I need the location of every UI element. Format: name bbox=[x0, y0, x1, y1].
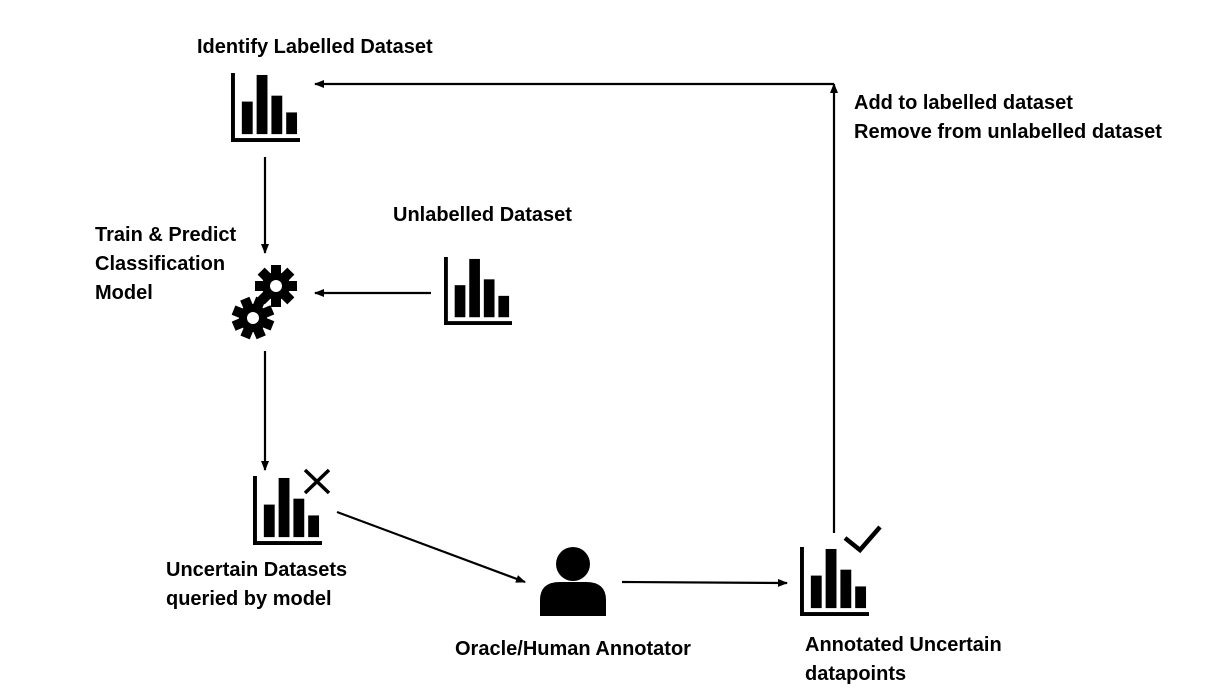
feedback-label-line2: Remove from unlabelled dataset bbox=[854, 121, 1162, 143]
person-icon bbox=[540, 547, 606, 616]
bar-chart-x-icon bbox=[253, 468, 331, 545]
uncertain-label-line1: Uncertain Datasets bbox=[166, 559, 348, 581]
train-label-line3: Model bbox=[95, 282, 153, 304]
train-label-line2: Classification bbox=[95, 253, 226, 275]
bar-chart-check-icon bbox=[800, 525, 882, 616]
bar-chart-icon bbox=[231, 73, 300, 142]
feedback-label-line1: Add to labelled dataset bbox=[854, 92, 1073, 114]
bar-chart-icon bbox=[444, 257, 512, 325]
gears-icon bbox=[231, 265, 297, 340]
arrow-annotator-to-annotated bbox=[621, 578, 788, 587]
uncertain-label-line2: queried by model bbox=[166, 588, 332, 610]
annotator-label: Oracle/Human Annotator bbox=[455, 638, 691, 660]
annotated-label-line2: datapoints bbox=[805, 663, 907, 685]
annotated-label-line1: Annotated Uncertain bbox=[805, 634, 1002, 656]
unlabelled-dataset-label: Unlabelled Dataset bbox=[393, 204, 572, 226]
arrow-uncertain-to-annotator bbox=[336, 510, 526, 584]
identify-labelled-label: Identify Labelled Dataset bbox=[197, 36, 433, 58]
train-label-line1: Train & Predict bbox=[95, 224, 237, 246]
flow-arrows bbox=[261, 80, 838, 587]
